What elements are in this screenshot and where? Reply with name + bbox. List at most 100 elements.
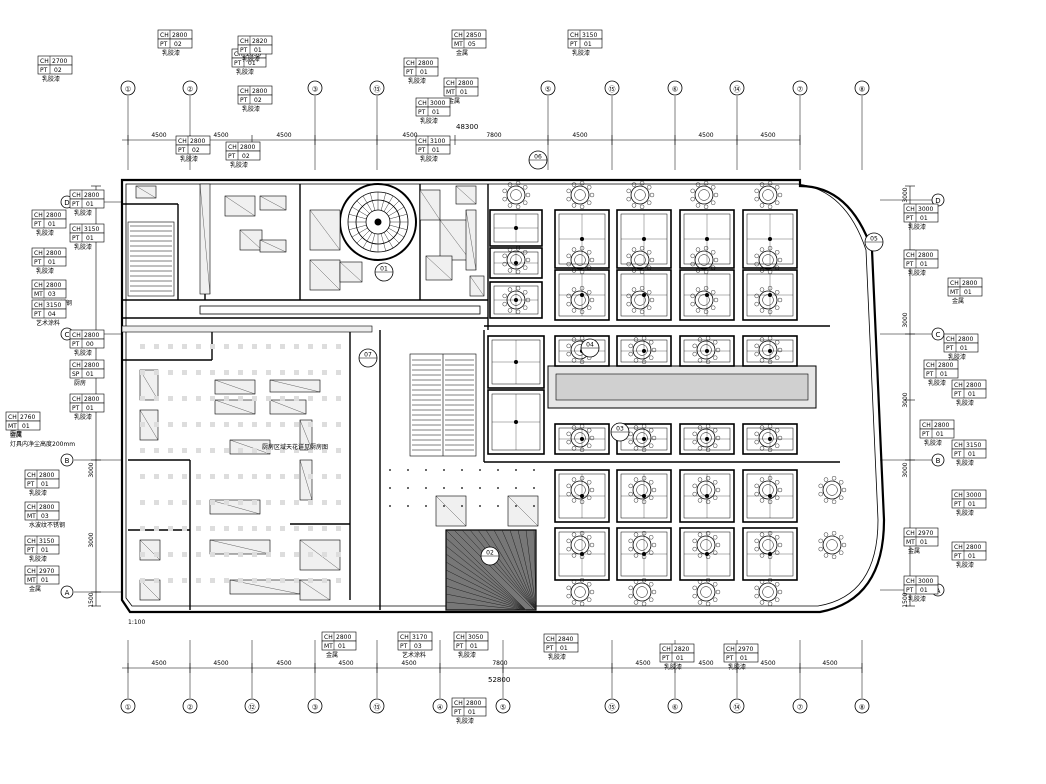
- tag-material-note: 乳胶漆: [956, 509, 974, 517]
- tag-material-code: MT: [27, 577, 36, 584]
- tag-material-note: 厨房: [74, 379, 86, 387]
- tag-material-note: 乳胶漆: [180, 155, 198, 163]
- dimension-value: 1500: [902, 592, 909, 607]
- ceiling-light: [280, 344, 285, 349]
- tag-ceiling-height: 3150: [39, 538, 54, 545]
- round-table: [566, 285, 595, 315]
- tag-material-note: 乳胶漆: [956, 459, 974, 467]
- ceiling-light: [210, 578, 215, 583]
- ceiling-light: [252, 526, 257, 531]
- dimension-value: 4500: [276, 132, 291, 139]
- tag-material-code: PT: [954, 451, 962, 458]
- tag-ceiling-height: 2800: [252, 88, 267, 95]
- tag-material-note: 艺术涂料: [36, 319, 60, 327]
- tag-material-note: 金属: [448, 97, 460, 105]
- tag-ch-label: CH: [72, 192, 81, 199]
- tag-material-number: 01: [968, 553, 976, 560]
- tag-material-code: PT: [178, 147, 186, 154]
- tag-ceiling-height: 2800: [336, 634, 351, 641]
- ceiling-light: [294, 344, 299, 349]
- downlight: [425, 487, 427, 489]
- downlight: [515, 505, 517, 507]
- grid-bubble: [667, 698, 683, 714]
- tag-material-number: 01: [920, 261, 928, 268]
- scale-note: 1:100: [128, 619, 145, 626]
- round-table: [628, 335, 657, 365]
- tag-material-number: 05: [468, 41, 476, 48]
- round-table: [626, 245, 655, 275]
- tag-material-number: 02: [242, 153, 250, 160]
- tag-ceiling-height: 2820: [674, 646, 689, 653]
- ceiling-light: [294, 396, 299, 401]
- round-table: [628, 423, 657, 453]
- downlight: [461, 487, 463, 489]
- ceiling-light: [238, 474, 243, 479]
- tag-material-code: MT: [8, 423, 17, 430]
- grid-label: ⑬: [374, 86, 381, 94]
- grid-bubble: [604, 80, 620, 96]
- ceiling-light: [196, 370, 201, 375]
- tag-material-note: 乳胶漆: [420, 117, 438, 125]
- ceiling-light: [280, 396, 285, 401]
- tag-material-note: 艺术涂料: [402, 651, 426, 659]
- tag-ch-label: CH: [228, 144, 237, 151]
- dimension-value: 3000: [902, 312, 909, 327]
- ceiling-light: [252, 474, 257, 479]
- ceiling-light: [308, 370, 313, 375]
- ceiling-light: [168, 578, 173, 583]
- downlight: [533, 505, 535, 507]
- grid-label: D: [64, 199, 69, 207]
- downlight: [497, 487, 499, 489]
- section-marker: 07: [358, 348, 378, 368]
- total-dimension-bottom: 52800: [488, 676, 510, 684]
- tag-ceiling-height: 2800: [39, 504, 54, 511]
- tag-ch-label: CH: [906, 530, 915, 537]
- downlight: [497, 469, 499, 471]
- ceiling-light: [196, 344, 201, 349]
- ceiling-light: [266, 474, 271, 479]
- ceiling-light: [210, 344, 215, 349]
- tag-material-code: SP: [72, 371, 80, 378]
- tag-material-number: 01: [41, 547, 49, 554]
- tag-ch-label: CH: [546, 636, 555, 643]
- tag-ch-label: CH: [456, 634, 465, 641]
- round-table: [754, 245, 783, 275]
- tag-material-note: 乳胶漆: [948, 353, 966, 361]
- downlight: [533, 469, 535, 471]
- tag-ch-label: CH: [27, 568, 36, 575]
- fixture: [469, 275, 485, 297]
- ceiling-light: [308, 474, 313, 479]
- ceiling-light: [140, 370, 145, 375]
- ceiling-light: [238, 578, 243, 583]
- grid-label: ⑮: [609, 86, 616, 94]
- tag-ceiling-height: 2800: [418, 60, 433, 67]
- fixture: [139, 579, 161, 601]
- ceiling-light: [168, 500, 173, 505]
- tag-material-code: PT: [234, 60, 242, 67]
- downlight: [443, 505, 445, 507]
- ceiling-light: [224, 396, 229, 401]
- tag-ch-label: CH: [34, 282, 43, 289]
- ceiling-light: [294, 474, 299, 479]
- grid-bubble: [307, 80, 323, 96]
- ceiling-light: [238, 526, 243, 531]
- ceiling-light: [336, 370, 341, 375]
- grid-bubble: [60, 585, 74, 599]
- grid-label: ⑧: [859, 86, 865, 94]
- fixture: [199, 183, 211, 295]
- ceiling-light: [280, 526, 285, 531]
- tag-ch-label: CH: [726, 646, 735, 653]
- ceiling-light: [266, 370, 271, 375]
- tag-ch-label: CH: [72, 332, 81, 339]
- private-room: [679, 469, 735, 523]
- round-table: [690, 285, 719, 315]
- ceiling-light: [224, 422, 229, 427]
- marker-number: 01: [380, 266, 388, 273]
- dimension-value: 4500: [276, 660, 291, 667]
